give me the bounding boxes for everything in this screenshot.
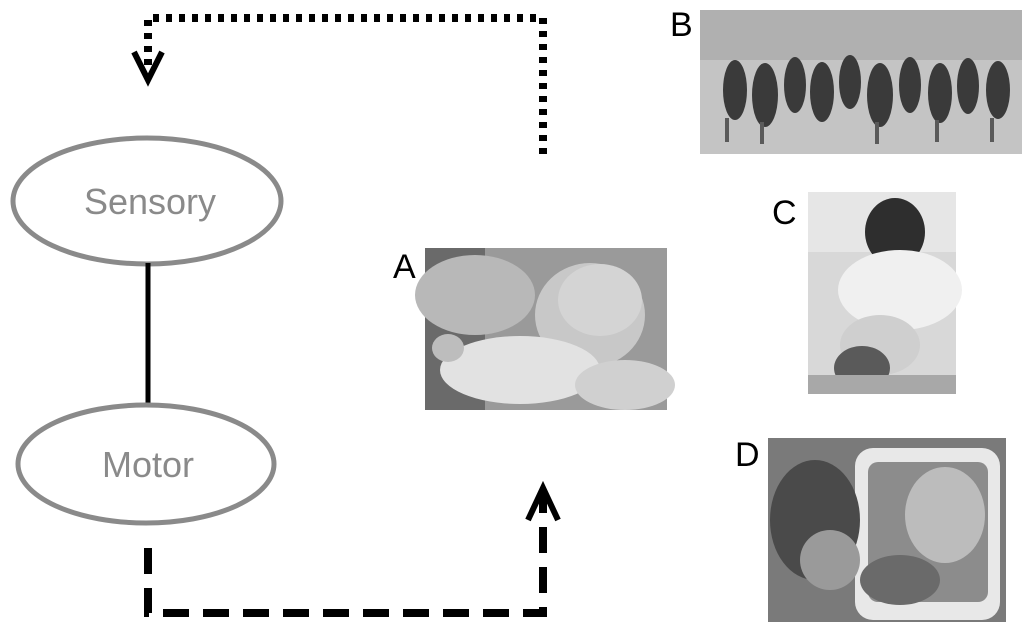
dashed-output-path [144,495,547,617]
dashed-output-arrow [144,480,561,617]
panel-d-letter: D [735,436,760,474]
motor-node: Motor [15,402,277,526]
panel-b-photo [700,10,1022,154]
dotted-feedback-arrow [131,14,547,154]
dotted-feedback-path [144,14,547,154]
dashed-arrowhead [525,480,561,522]
sensory-node: Sensory [10,135,284,267]
panel-c-letter: C [772,194,797,232]
panel-a-letter: A [393,248,416,286]
sensory-label: Sensory [84,181,216,222]
panel-a-photo [415,248,675,410]
motor-ellipse [15,402,277,526]
dotted-arrowhead [131,50,165,87]
panel-c-photo [808,192,962,394]
panel-d-photo [768,438,1006,622]
motor-label: Motor [102,444,194,485]
panel-b-letter: B [670,6,693,44]
